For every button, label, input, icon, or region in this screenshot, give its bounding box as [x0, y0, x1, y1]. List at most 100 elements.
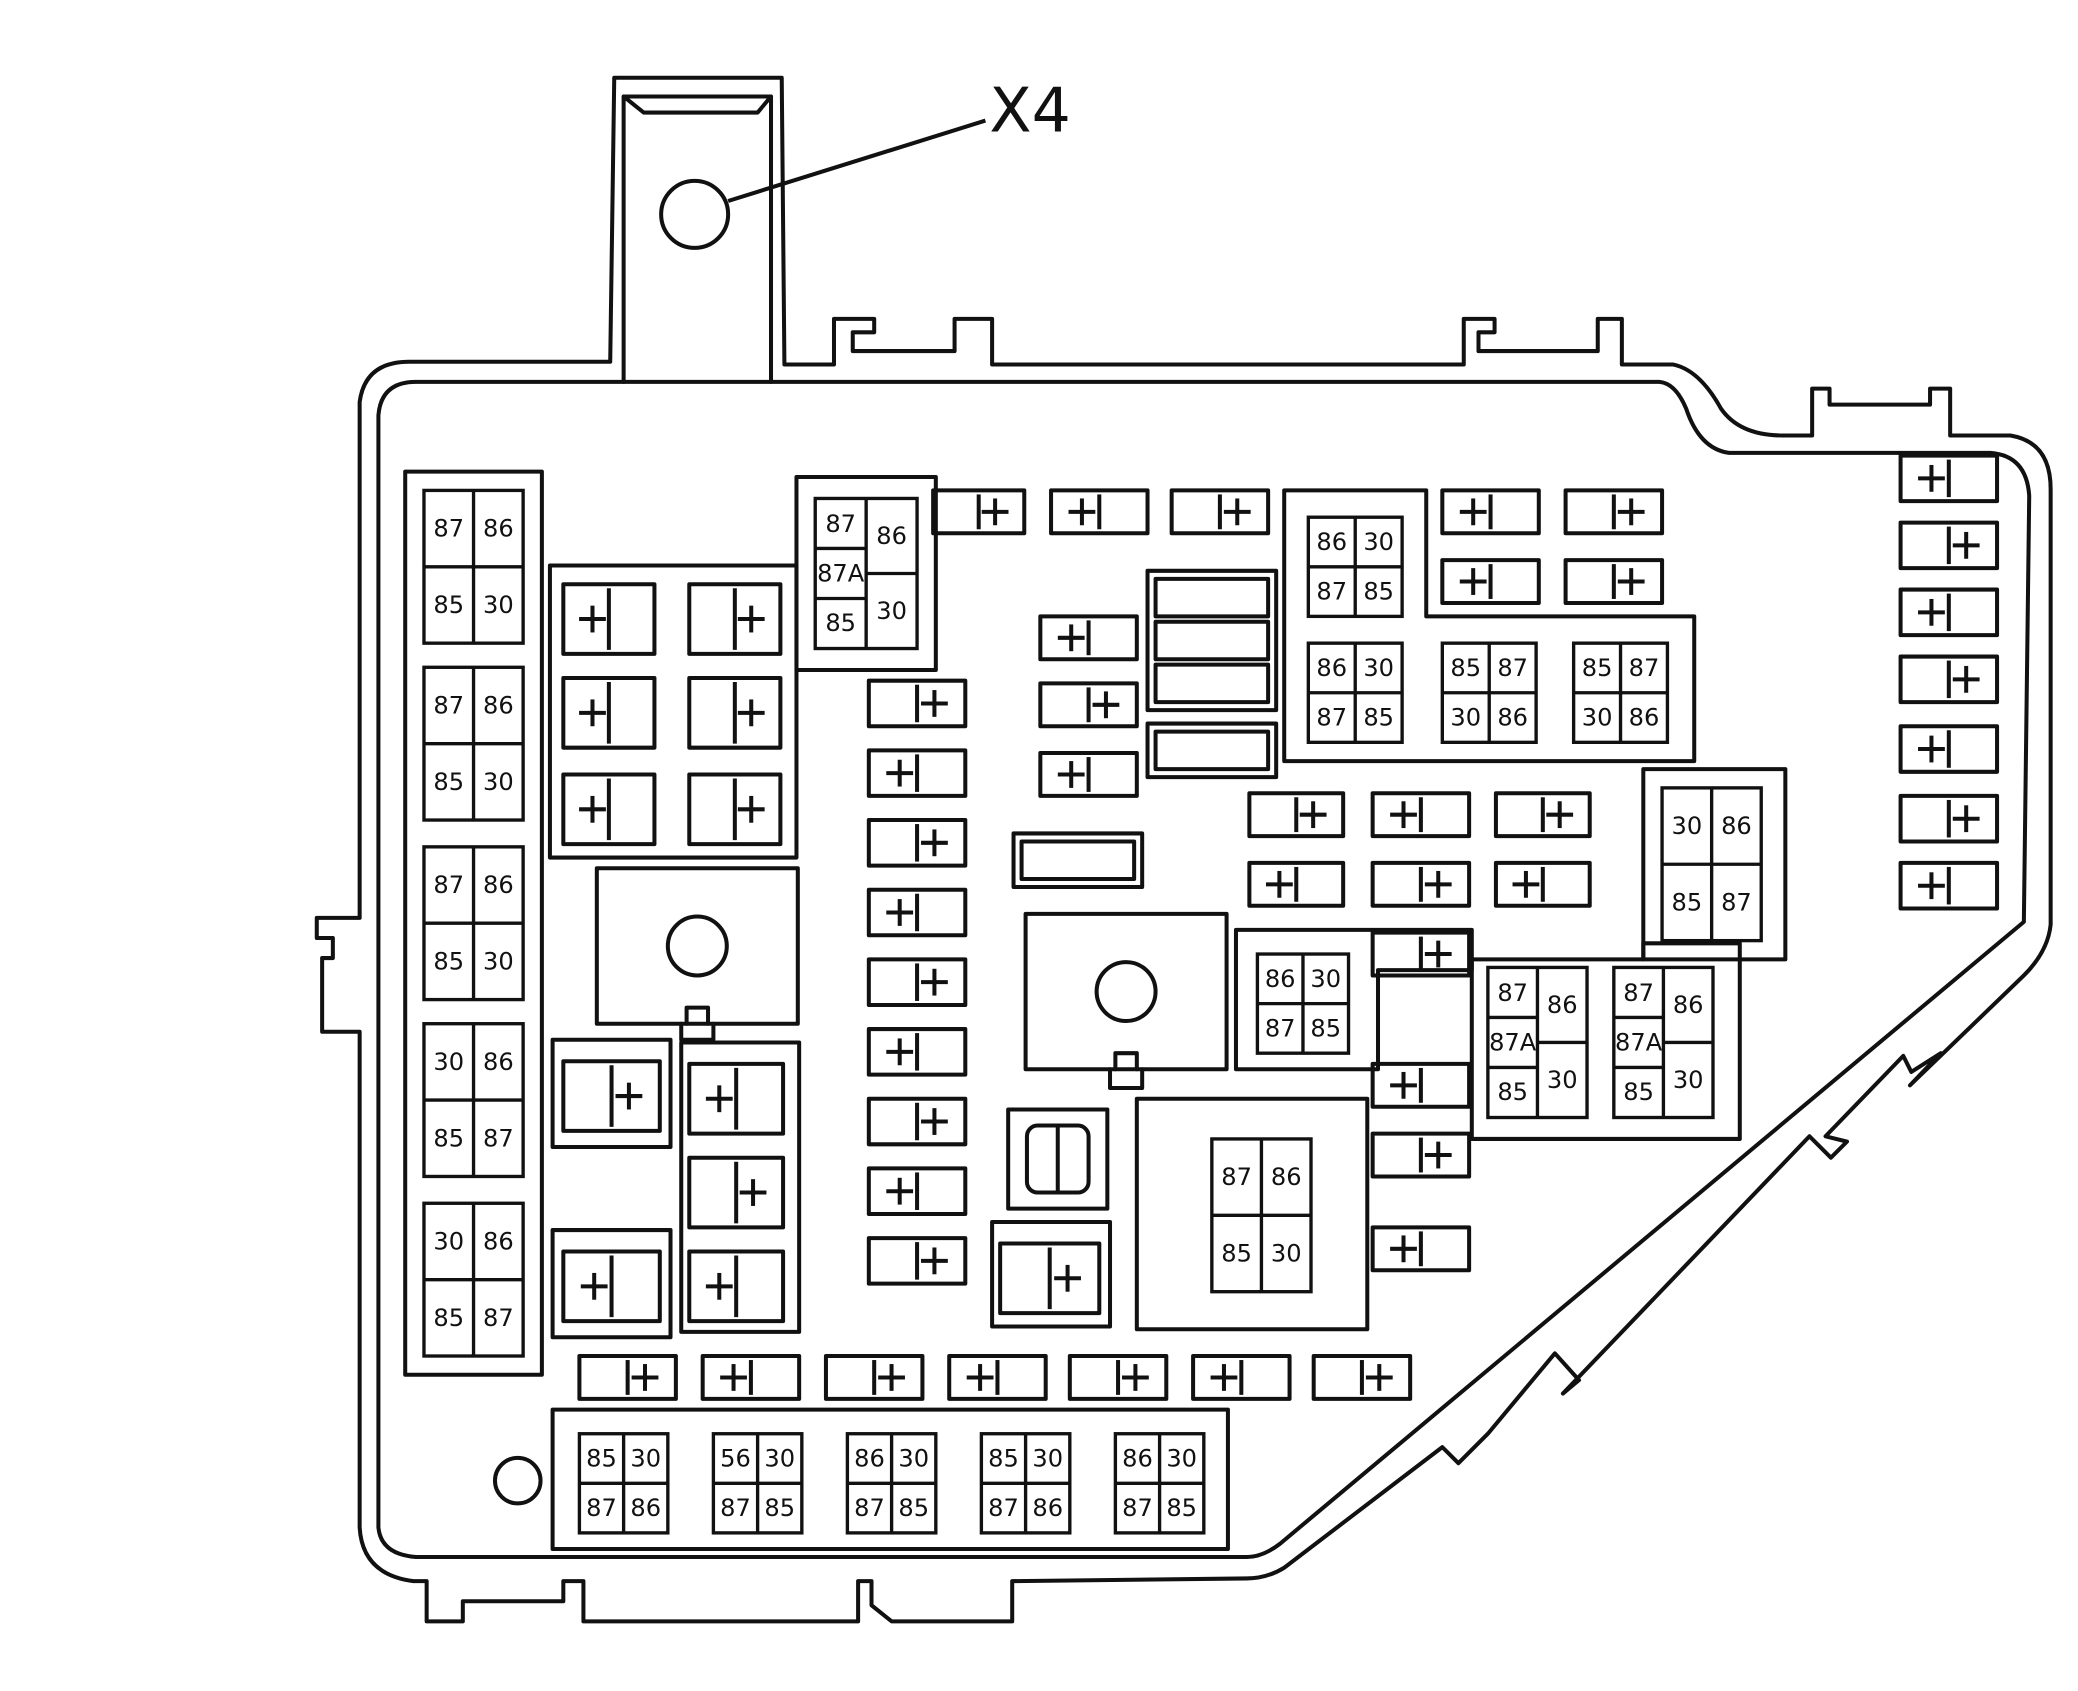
plus-icon: [1068, 494, 1102, 530]
jcase-fuse: [561, 1249, 662, 1324]
relay-pin-label: 87: [825, 510, 856, 538]
relay-pin-label: 85: [988, 1445, 1019, 1473]
jcase-fuse: [561, 675, 657, 750]
relay-pin-label: 86: [1265, 965, 1296, 993]
plus-icon: [1418, 936, 1452, 972]
relay-pin-label: 86: [630, 1494, 661, 1522]
fuse-slot: [700, 1354, 802, 1401]
relay-pin-label: 87: [1316, 578, 1347, 606]
fuse-slot: [1038, 681, 1139, 729]
plus-icon: [1418, 1137, 1452, 1173]
relay-panel-top-mid: [794, 475, 938, 672]
relay-pin-label: 85: [433, 1304, 464, 1332]
relay-pin-label: 30: [1166, 1445, 1197, 1473]
relay-pin-label: 86: [483, 692, 514, 720]
stud-connector: [1108, 1051, 1145, 1091]
relay-pin-label: 30: [1363, 528, 1394, 556]
fuse-slot: [1440, 558, 1541, 605]
stud-terminal: [665, 914, 729, 978]
relay-pin-label: 86: [1271, 1163, 1302, 1191]
relay-pin-label: 87: [988, 1494, 1019, 1522]
plus-icon: [625, 1360, 659, 1395]
fuse-slot: [866, 1096, 968, 1147]
fuse-slot: [866, 887, 968, 938]
plus-icon: [915, 963, 948, 1001]
relay-pin-label: 87: [1497, 654, 1528, 682]
maxi-fuse: [1153, 729, 1271, 772]
relay-pin-label: 87: [1316, 704, 1347, 732]
relay-pin-label: 86: [1032, 1494, 1063, 1522]
relay-pin-label: 86: [1673, 991, 1704, 1019]
fuse-slot: [1247, 791, 1346, 839]
relay-pin-label: 85: [433, 591, 464, 619]
relay-panel-right-5pin: [1469, 941, 1742, 1141]
relay-pin-label: 85: [586, 1445, 617, 1473]
plus-icon: [734, 1161, 767, 1224]
plus-icon: [1540, 797, 1574, 833]
fuse-slot: [1370, 860, 1472, 908]
plus-icon: [1390, 1067, 1423, 1103]
relay-pin-label: 86: [1316, 528, 1347, 556]
plus-icon: [1946, 526, 1980, 565]
maxi-fuse-panel: [1145, 568, 1279, 713]
plus-icon: [705, 1255, 739, 1318]
relay-pin-label: 30: [630, 1445, 661, 1473]
fuse-slot: [1493, 860, 1592, 908]
jcase-panel: [679, 1040, 802, 1334]
jcase-fuse: [687, 1155, 786, 1230]
plus-icon: [1946, 660, 1980, 699]
relay-pin-label: 87: [1122, 1494, 1153, 1522]
plus-icon: [1459, 494, 1493, 530]
relay-pin-label: 86: [1316, 654, 1347, 682]
fuse-slot: [1049, 488, 1150, 536]
stud-connector: [679, 1005, 716, 1042]
housing-outline: [314, 75, 2053, 1624]
relay-pin-label: 85: [898, 1494, 929, 1522]
fuse-slot: [1898, 587, 2000, 638]
relay-pin-label: 85: [1166, 1494, 1197, 1522]
stud-terminal: [1094, 960, 1158, 1024]
fuse-slot: [1169, 488, 1271, 536]
plus-icon: [915, 1102, 948, 1141]
plus-icon: [1047, 1247, 1081, 1310]
plus-icon: [1086, 687, 1120, 723]
jcase-fuse: [561, 582, 657, 656]
stud-block: [594, 866, 800, 1026]
fuse-slot: [1898, 654, 2000, 705]
plus-icon: [1418, 866, 1452, 902]
mounting-hole-bottom: [492, 1455, 543, 1506]
relay-pin-label: 87A: [1615, 1029, 1663, 1057]
callout-x4: X4: [727, 74, 1071, 203]
fuse-slot: [1370, 1225, 1472, 1273]
fuse-slot: [931, 488, 1027, 536]
jcase-fuse: [687, 675, 783, 750]
relay-pin-label: 87A: [1489, 1029, 1537, 1057]
fuse-slot: [1370, 1131, 1472, 1179]
housing-inner-outline: [376, 379, 2032, 1560]
relay-panel-bottom: [550, 1407, 1230, 1551]
plus-icon: [872, 1360, 905, 1395]
fuse-slot: [866, 748, 968, 798]
jcase-panel: [547, 563, 799, 860]
relay-pin-label: 85: [433, 1124, 464, 1152]
plus-icon: [886, 754, 920, 792]
fuse-slot: [1563, 558, 1665, 605]
relay-pin-label: 30: [876, 597, 907, 625]
plus-icon: [1390, 797, 1423, 833]
maxi-fuse-panel: [1011, 831, 1145, 890]
stud-block: [1023, 911, 1229, 1072]
relay-pin-label: 85: [1363, 578, 1394, 606]
plus-icon: [1210, 1360, 1244, 1395]
relay-pin-label: 85: [1497, 1078, 1528, 1106]
plus-icon: [915, 824, 948, 862]
relay-pin-label: 85: [1450, 654, 1481, 682]
